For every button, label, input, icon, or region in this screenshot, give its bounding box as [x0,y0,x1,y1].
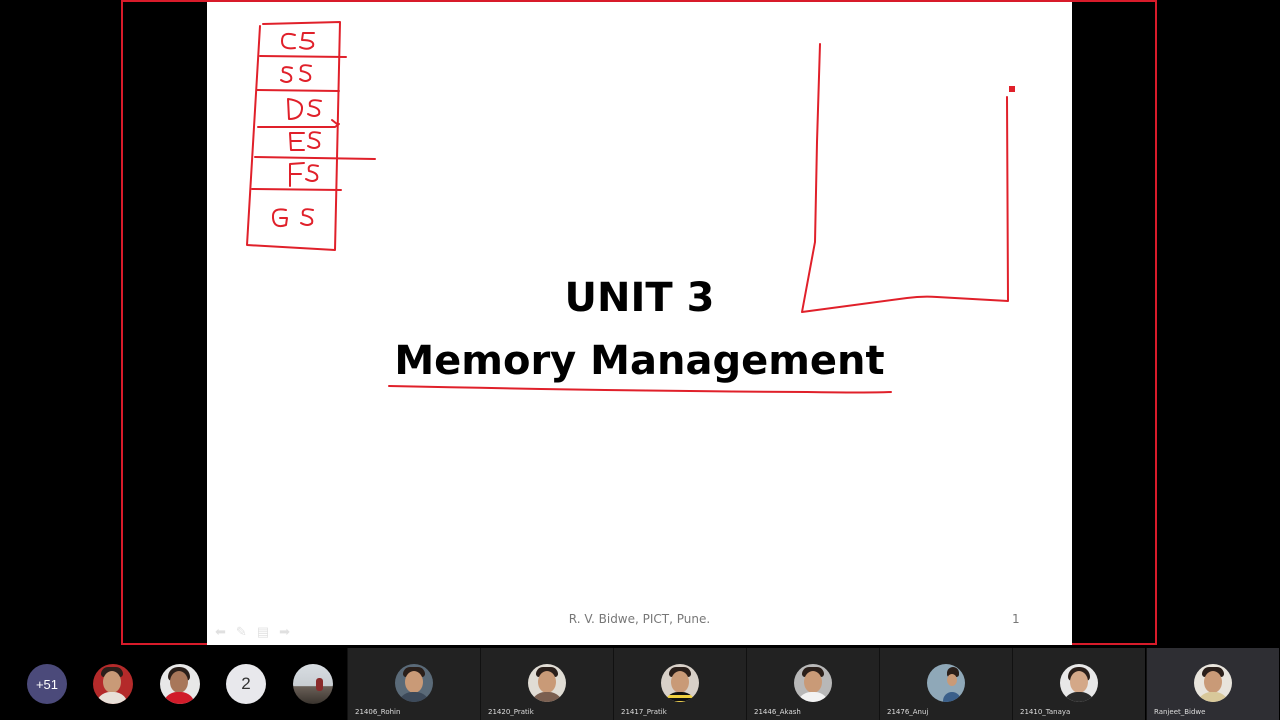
stack-line-2 [256,89,340,92]
slides-icon[interactable]: ▤ [256,624,270,639]
title-underline [388,385,892,394]
participant-tile[interactable]: 21410_Tanaya [1012,648,1145,720]
participant-photo [927,664,965,702]
participant-photo [395,664,433,702]
participant-photo [794,664,832,702]
stack-line-1 [259,55,347,58]
segment-stack-outline [246,21,341,251]
participant-tile[interactable]: 21446_Akash [746,648,879,720]
participant-tile[interactable]: 21406_Rohin [347,648,480,720]
memory-block-outline [801,43,1009,313]
participant-tile-active[interactable]: Ranjeet_Bidwe [1146,648,1279,720]
participant-name: 21406_Rohin [355,708,401,716]
more-participants-button[interactable]: +51 [27,664,67,704]
participant-name: 21410_Tanaya [1020,708,1071,716]
presentation-slide: UNIT 3 Memory Management R. V. Bidwe, PI… [207,2,1072,645]
slide-page-number: 1 [1012,612,1020,626]
participant-name: 21417_Pratik [621,708,667,716]
slide-title: UNIT 3 [564,275,715,321]
participant-avatar[interactable] [93,664,133,704]
participant-strip: +51 2 21406_Rohin 21420_Pratik [0,648,1280,720]
participant-photo [1194,664,1232,702]
previous-slide-icon[interactable]: ⬅ [215,624,226,639]
stack-line-4 [254,156,376,160]
stack-line-5 [251,188,342,191]
participant-avatar[interactable] [160,664,200,704]
participant-tile[interactable]: 21476_Anuj [879,648,1012,720]
slide-footer: R. V. Bidwe, PICT, Pune. [568,612,711,626]
participant-name: 21420_Pratik [488,708,534,716]
participant-photo [528,664,566,702]
participant-name: Ranjeet_Bidwe [1154,708,1206,716]
stack-line-3 [257,123,340,128]
slide-subtitle: Memory Management [394,338,885,384]
pen-cursor [1009,86,1015,92]
participant-count-avatar[interactable]: 2 [226,664,266,704]
participant-photo [661,664,699,702]
participant-tile[interactable]: 21417_Pratik [613,648,746,720]
participant-name: 21446_Akash [754,708,801,716]
slide-toolbar[interactable]: ⬅ ✎ ▤ ➡ [215,624,290,640]
participant-tile[interactable]: 21420_Pratik [480,648,613,720]
ink-annotations [246,21,1015,394]
next-slide-icon[interactable]: ➡ [279,624,291,639]
participant-avatar[interactable] [293,664,333,704]
participant-photo [1060,664,1098,702]
pen-icon[interactable]: ✎ [235,624,247,639]
participant-name: 21476_Anuj [887,708,929,716]
